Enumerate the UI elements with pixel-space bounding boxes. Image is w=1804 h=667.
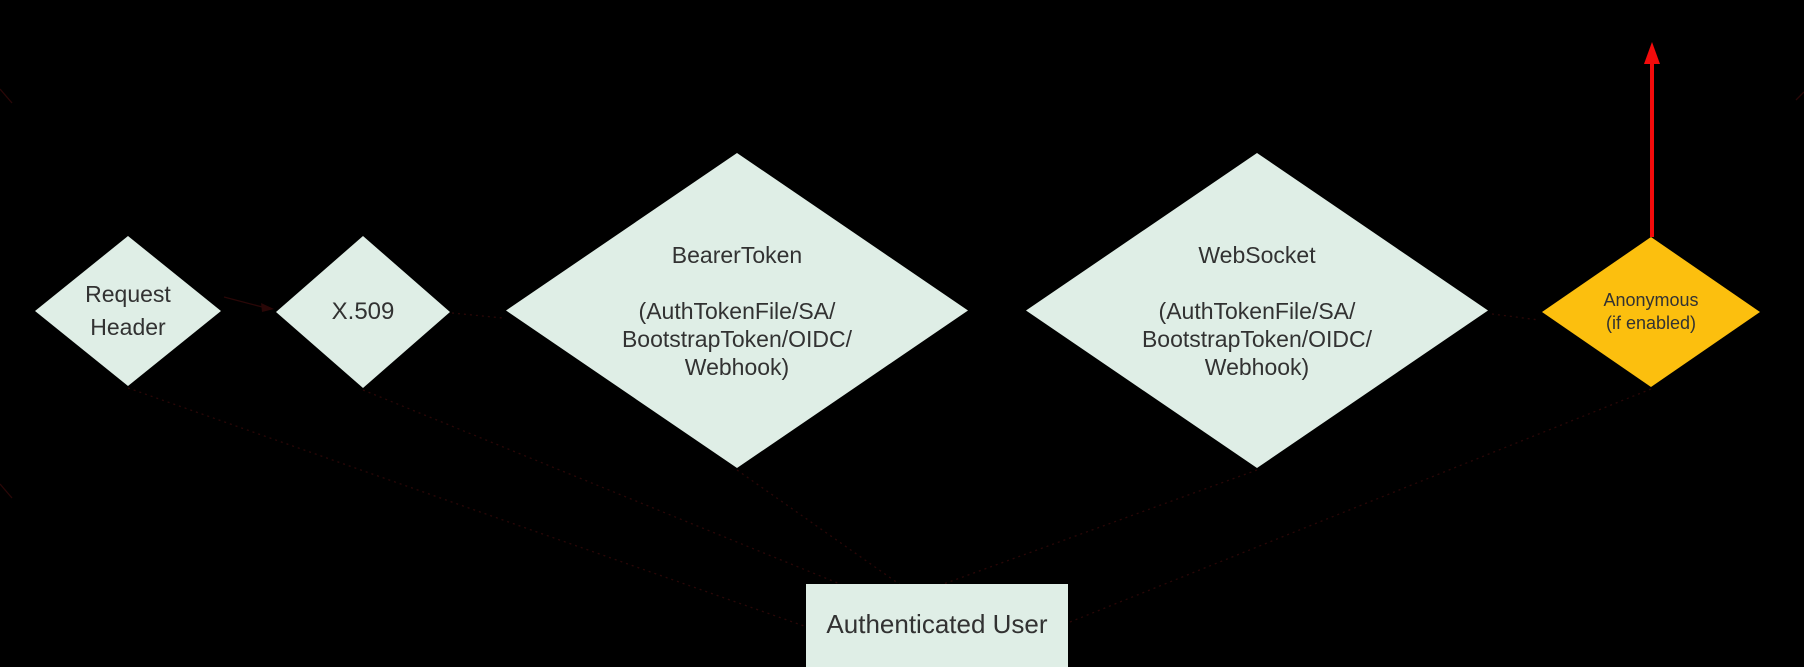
label-line: Header bbox=[90, 314, 166, 340]
label-title: WebSocket bbox=[1198, 241, 1316, 268]
node-bearer-token-label: BearerToken (AuthTokenFile/SA/ Bootstrap… bbox=[622, 241, 852, 381]
label-line: Webhook) bbox=[684, 353, 790, 380]
connector-x509-bearertoken bbox=[451, 312, 504, 319]
connector-requestheader-x509 bbox=[223, 296, 267, 309]
node-x509: X.509 bbox=[276, 236, 450, 388]
authenticated-user-label: Authenticated User bbox=[826, 609, 1048, 639]
reject-arrow-head bbox=[1644, 42, 1660, 64]
node-bearer-token: BearerToken (AuthTokenFile/SA/ Bootstrap… bbox=[506, 153, 968, 468]
label-line: (AuthTokenFile/SA/ bbox=[638, 297, 836, 324]
connector-websocket-box bbox=[937, 469, 1258, 587]
connector-left-edge-stub-bottom bbox=[0, 483, 13, 499]
label-line: Webhook) bbox=[1204, 353, 1310, 380]
label-line: BootstrapToken/OIDC/ bbox=[1141, 325, 1373, 352]
authenticated-user-box: Authenticated User bbox=[806, 584, 1068, 667]
label-line: (AuthTokenFile/SA/ bbox=[1158, 297, 1356, 324]
connector-arrowhead-icon bbox=[261, 303, 274, 312]
connector-bearertoken-box bbox=[736, 469, 903, 587]
node-anonymous: Anonymous (if enabled) bbox=[1542, 237, 1760, 387]
label-title: BearerToken bbox=[671, 241, 803, 268]
node-x509-label: X.509 bbox=[331, 298, 395, 325]
node-websocket-label: WebSocket (AuthTokenFile/SA/ BootstrapTo… bbox=[1142, 241, 1372, 381]
label-line: (if enabled) bbox=[1605, 313, 1697, 333]
node-websocket: WebSocket (AuthTokenFile/SA/ BootstrapTo… bbox=[1026, 153, 1488, 468]
reject-up-arrow-icon bbox=[1644, 42, 1660, 237]
connector-left-edge-stub-top bbox=[0, 88, 13, 104]
label-line: BootstrapToken/OIDC/ bbox=[621, 325, 853, 352]
node-request-header: Request Header bbox=[35, 236, 221, 386]
node-anonymous-label: Anonymous (if enabled) bbox=[1603, 289, 1698, 335]
node-request-header-label: Request Header bbox=[85, 278, 171, 344]
connector-right-edge-stub bbox=[1795, 91, 1804, 101]
label-line: Anonymous bbox=[1603, 290, 1699, 310]
connector-websocket-anonymous bbox=[1491, 313, 1540, 321]
connector-anonymous-box bbox=[1069, 388, 1652, 623]
label-line: Request bbox=[85, 281, 171, 307]
